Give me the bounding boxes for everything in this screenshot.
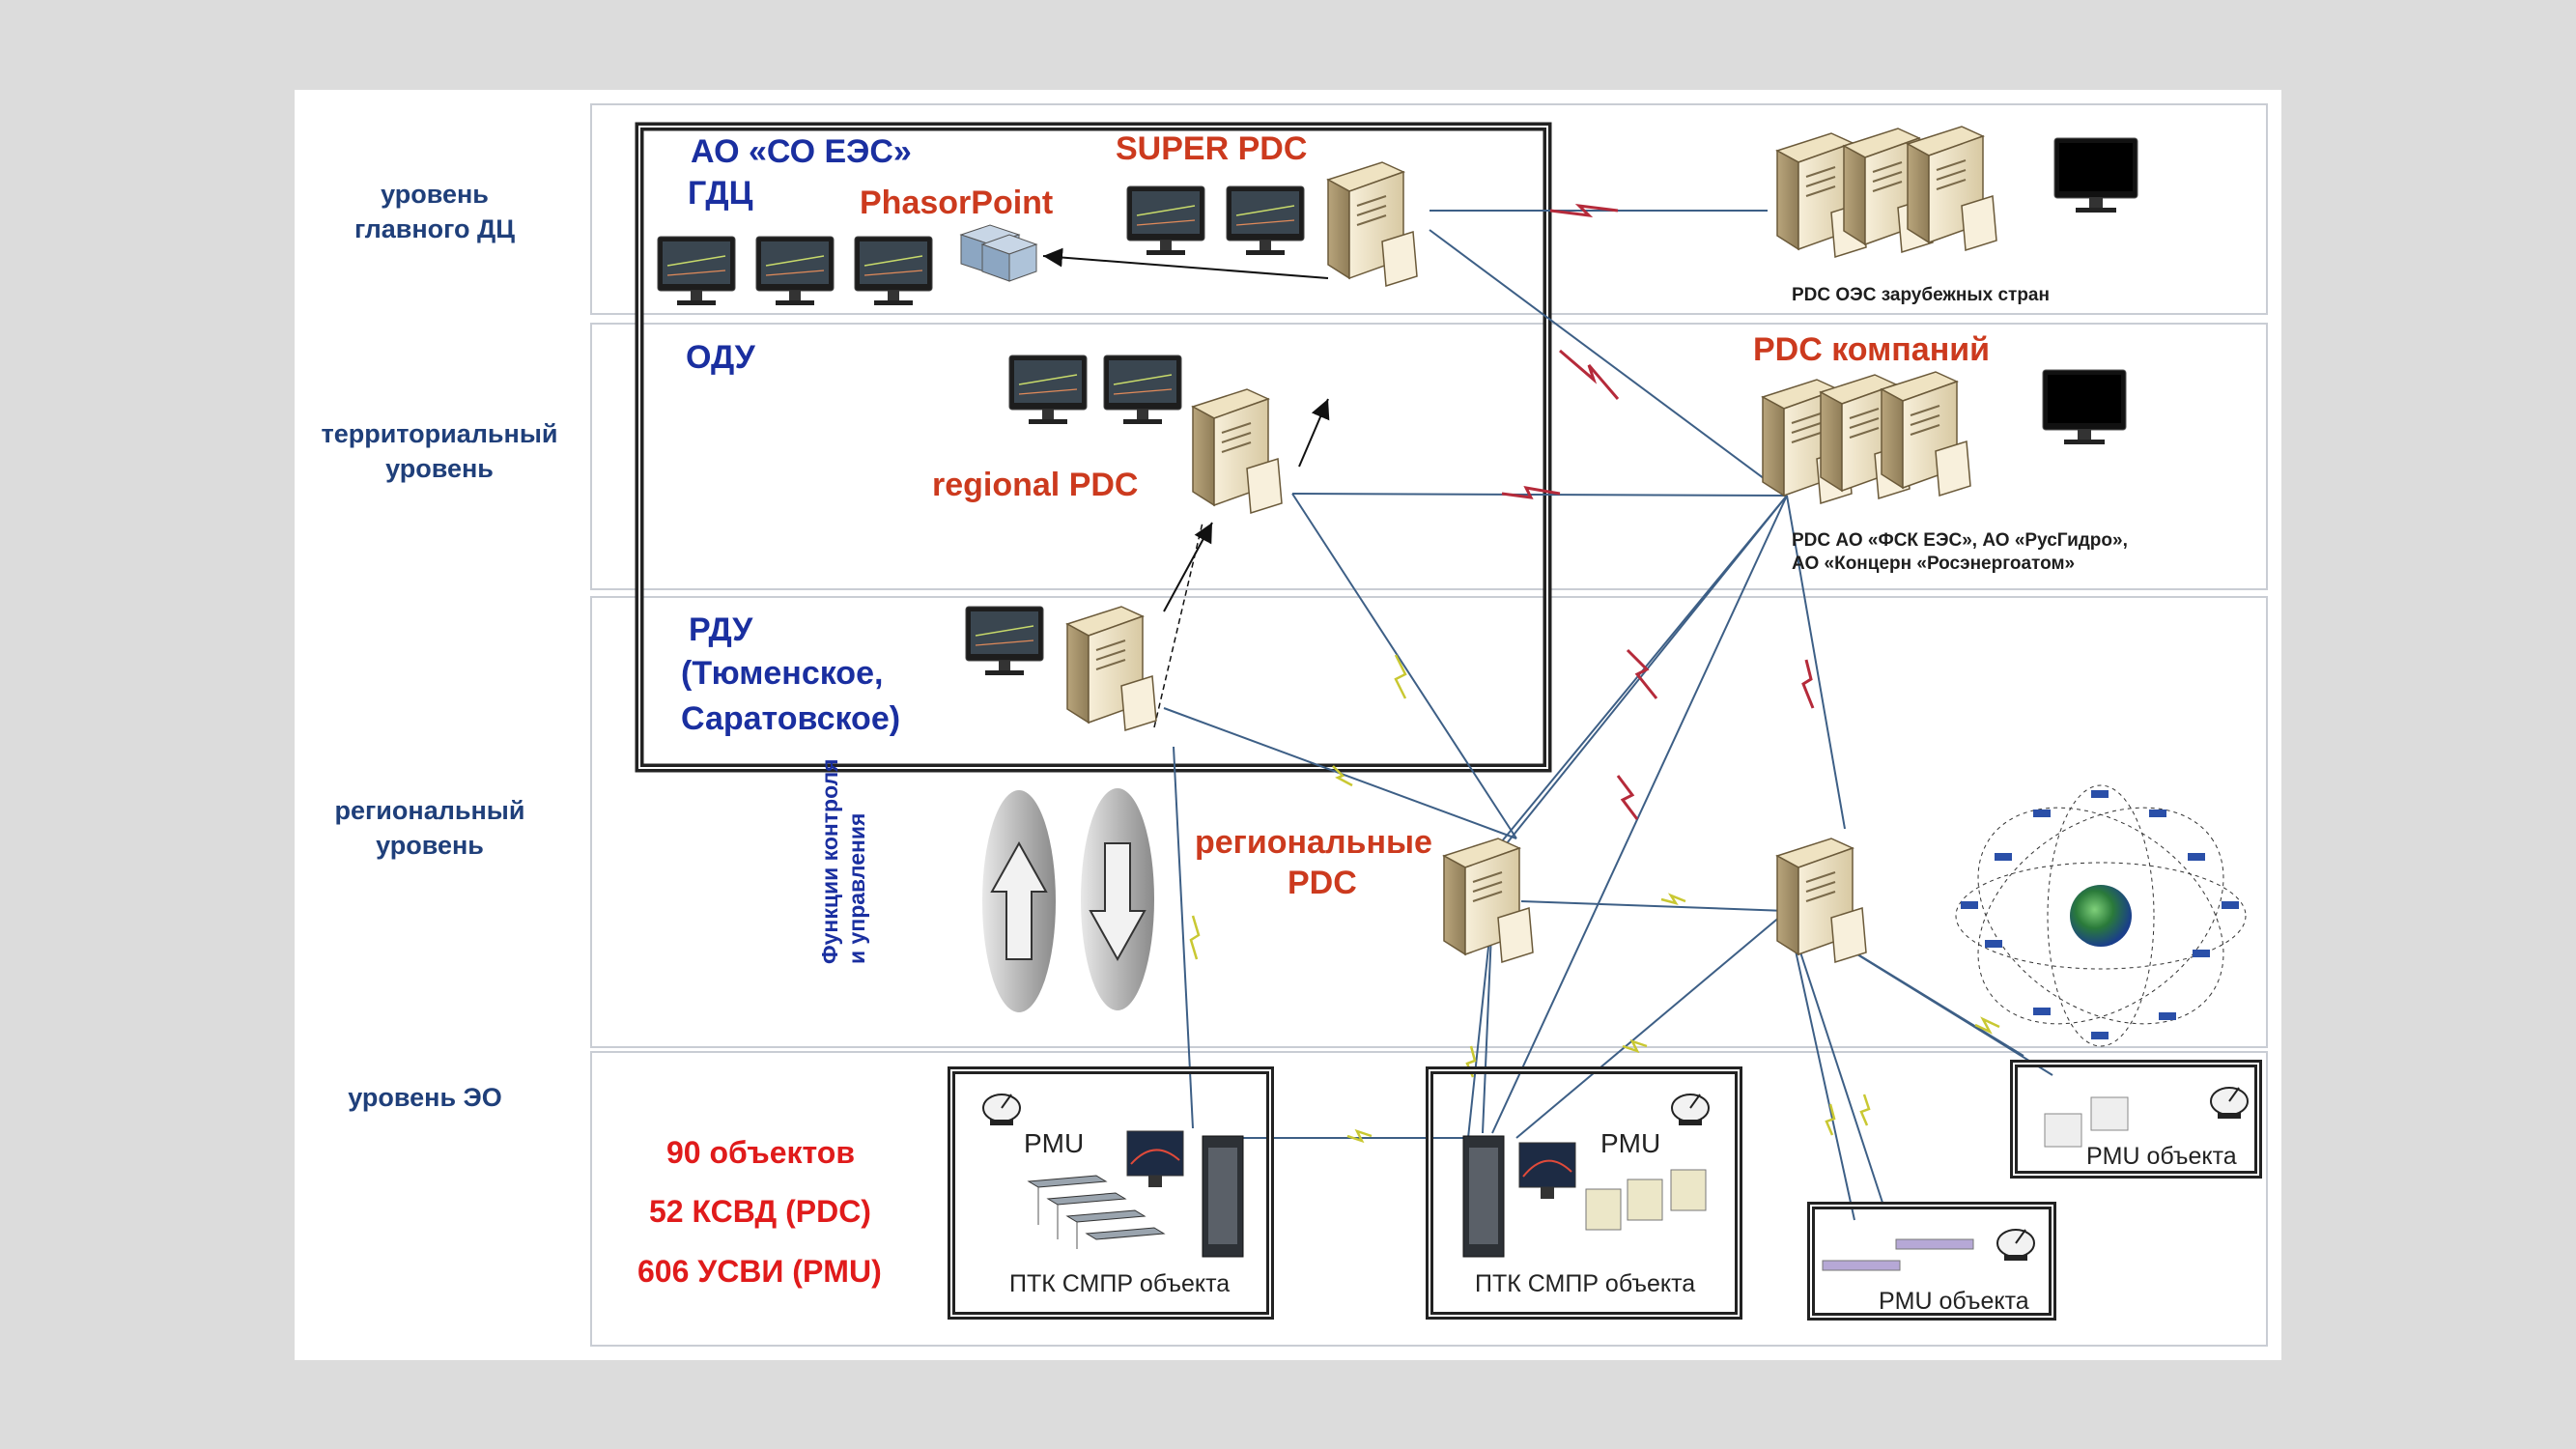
slide: уровень главного ДЦ территориальный уров… [295,90,2281,1360]
gdc-monitor-1 [657,236,736,306]
wan-links-red [1501,203,1815,820]
companies-pdc-cluster-icon [1762,371,1971,504]
ptk2-pmu-devices-icon [1585,1169,1707,1231]
gps-antenna-icon-2 [1671,1094,1710,1126]
rdu-server-icon [1066,606,1157,731]
band-territorial [590,323,2268,590]
ptk1-monitor-icon [1126,1130,1184,1187]
pmu-object1-devices-icon [2044,1096,2129,1148]
gps-antenna-icon-1 [982,1094,1021,1126]
phasorpoint-label: PhasorPoint [860,185,1054,221]
regional-pdc-label: regional PDC [932,467,1139,503]
pmu-rack-devices-icon [1027,1175,1166,1249]
stat-objects: 90 объектов [666,1135,855,1170]
regional-pdc-title-line2: PDC [1288,865,1357,901]
stat-pdc: 52 КСВД (PDC) [649,1194,871,1229]
super-pdc-label: SUPER PDC [1116,130,1308,167]
control-down-arrow-icon [1081,788,1154,1010]
control-up-arrow-icon [982,790,1056,1012]
companies-pdc-title: PDC компаний [1753,331,1991,368]
companies-pdc-caption-line2: АО «Концерн «Росэнергоатом» [1792,554,2076,574]
control-functions-line1: Функции контроля [817,758,842,964]
foreign-pdc-monitor-icon [2053,137,2138,213]
stat-pmu: 606 УСВИ (PMU) [637,1254,882,1289]
wan-links-green [1189,654,2000,1144]
level-label-territorial: территориальный уровень [321,419,558,483]
super-pdc-server-icon [1327,161,1418,287]
ptk2-pmu-label: PMU [1600,1128,1661,1158]
pmu-object2-caption: PMU объекта [1879,1288,2029,1315]
gdc-monitor-3 [854,236,933,306]
level-label-eo: уровень ЭО [348,1083,502,1112]
phasorpoint-server-icon [959,224,1038,282]
super-pdc-monitor-1 [1126,185,1205,256]
regional-pdc-server-2-icon [1776,838,1867,963]
ptk2-monitor-icon [1518,1142,1576,1199]
ptk1-caption: ПТК СМПР объекта [1009,1270,1231,1297]
control-functions-line2: и управления [844,812,869,964]
pmu-object-frame-2 [1807,1202,2056,1321]
ptk1-tower-server-icon [1202,1135,1244,1258]
rdu-label-line2: (Тюменское, [681,655,884,692]
foreign-pdc-cluster-icon [1776,126,1997,258]
data-flow-arrows [1042,247,1330,728]
ptk2-tower-server-icon [1462,1135,1505,1258]
gps-antenna-icon-3 [2210,1087,2249,1120]
gnss-satellites-icon [1955,784,2247,1047]
pmu-object-frame-1 [2010,1060,2262,1179]
ptk-frame-1 [948,1066,1274,1320]
companies-pdc-caption-line1: PDC АО «ФСК ЕЭС», АО «РусГидро», [1792,530,2128,551]
pmu-object1-caption: PMU объекта [2086,1143,2237,1170]
rdu-monitor [965,606,1044,676]
pmu-object2-devices-icon [1822,1238,1974,1271]
super-pdc-monitor-2 [1226,185,1305,256]
regional-pdc-server-1-icon [1443,838,1534,963]
network-diagram [635,122,2262,1321]
control-functions-label: Функции контроля и управления [816,758,870,964]
odu-monitor-1 [1008,355,1088,425]
ptk2-caption: ПТК СМПР объекта [1475,1270,1696,1297]
gdc-monitor-2 [755,236,835,306]
gdc-label: ГДЦ [688,175,753,212]
regional-pdc-server-icon [1192,388,1283,514]
org-title: АО «СО ЕЭС» [691,133,912,170]
odu-monitor-2 [1103,355,1182,425]
rdu-label-line3: Саратовское) [681,700,901,737]
ptk1-pmu-label: PMU [1024,1128,1085,1158]
odu-label: ОДУ [686,339,755,376]
companies-pdc-monitor-icon [2042,369,2127,445]
foreign-pdc-caption: PDC ОЭС зарубежных стран [1792,285,2050,305]
regional-pdc-title: региональные [1195,824,1432,861]
level-label-regional: региональный уровень [334,796,525,860]
ptk-frame-2 [1426,1066,1742,1320]
band-regional [590,596,2268,1048]
gps-antenna-icon-4 [1996,1229,2035,1262]
level-label-main-dc: уровень главного ДЦ [354,180,515,243]
rdu-label: РДУ [689,611,753,648]
